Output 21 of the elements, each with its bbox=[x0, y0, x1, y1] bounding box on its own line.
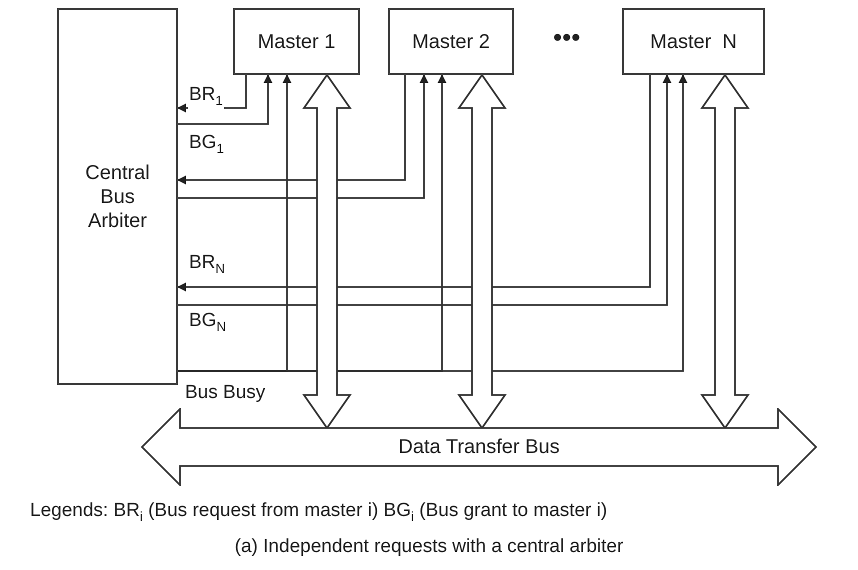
master-box bbox=[388, 8, 514, 75]
signal-label: BR$_{1}$ bbox=[188, 84, 224, 112]
node-label: Central Bus Arbiter bbox=[84, 160, 151, 232]
signal-line bbox=[178, 74, 688, 372]
master-box bbox=[233, 8, 360, 75]
node-label: Data Transfer Bus bbox=[398, 435, 560, 459]
node-label: Master 2 bbox=[412, 30, 490, 54]
ellipsis-label: ••• bbox=[553, 22, 580, 53]
node-label: Master N bbox=[650, 30, 737, 54]
signal-line bbox=[177, 75, 406, 184]
signal-label: Bus Busy bbox=[184, 382, 266, 404]
double-arrow bbox=[457, 73, 507, 430]
legend-note: Legends: BR$_{i}$ (Bus request from master i) BG$_{i}$ (Bus grant to master i) bbox=[30, 500, 608, 524]
signal-line bbox=[178, 74, 272, 125]
caption: (a) Independent requests with a central arbiter bbox=[234, 536, 624, 558]
node-label: Master 1 bbox=[258, 30, 336, 54]
master-box bbox=[622, 8, 765, 75]
signal-line bbox=[178, 74, 428, 199]
double-arrow bbox=[700, 73, 750, 430]
arbiter-box bbox=[57, 8, 178, 385]
double-arrow bbox=[302, 73, 352, 430]
